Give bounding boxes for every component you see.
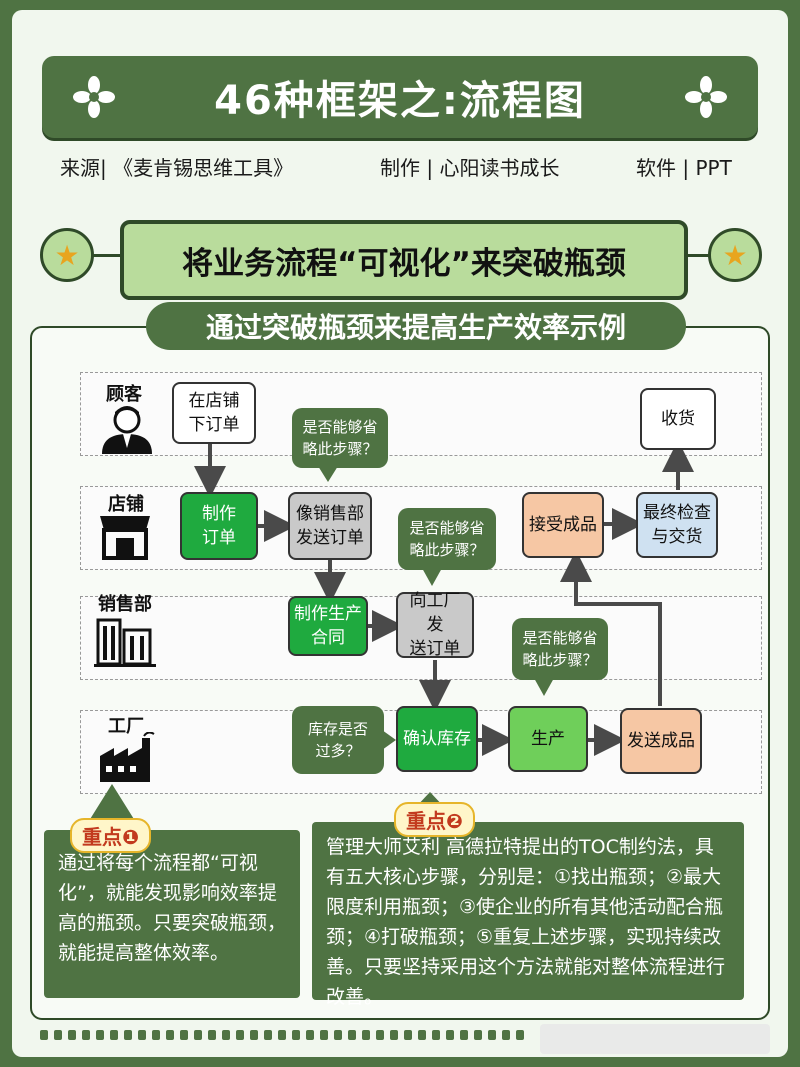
factory-icon (100, 732, 155, 782)
note-1: 通过将每个流程都“可视化”，就能发现影响效率提高的瓶颈。只要突破瓶颈，就能提高整… (44, 830, 300, 998)
star-icon: ★ (40, 228, 94, 282)
step-make-order: 制作 订单 (180, 492, 258, 560)
software-text: 软件 | PPT (636, 156, 732, 180)
section-title: 通过突破瓶颈来提高生产效率示例 (146, 302, 686, 350)
made-by-text: 制作 | 心阳读书成长 (380, 156, 560, 180)
step-produce: 生产 (508, 706, 588, 772)
flower-icon (685, 76, 727, 118)
star-icon: ★ (708, 228, 762, 282)
building-icon (94, 618, 156, 667)
step-accept-product: 接受成品 (522, 492, 604, 558)
note-2: 管理大师艾利 高德拉特提出的TOC制约法，具有五大核心步骤，分别是：①找出瓶颈；… (312, 822, 744, 1008)
note-2-tag: 重点❷ (394, 802, 475, 837)
store-icon (100, 516, 150, 560)
step-send-to-factory: 向工厂发 送订单 (396, 591, 474, 659)
lane-label-factory: 工厂 (108, 716, 144, 737)
question-bubble-1: 是否能够省 略此步骤？ (292, 408, 388, 468)
lane-label-customer: 顾客 (106, 384, 142, 405)
step-make-contract: 制作生产 合同 (288, 596, 368, 656)
page-title: 46种框架之:流程图 (214, 78, 586, 124)
step-send-to-sales: 像销售部 发送订单 (288, 492, 372, 560)
subtitle: 将业务流程“可视化”来突破瓶颈 (120, 220, 688, 300)
bubble-tail (534, 678, 554, 696)
watermark-overlay (540, 1024, 770, 1054)
lane-label-sales: 销售部 (98, 594, 152, 615)
divider (678, 254, 710, 257)
bubble-tail (382, 730, 396, 750)
question-bubble-3: 是否能够省 略此步骤？ (512, 618, 608, 680)
flower-icon (73, 76, 115, 118)
step-final-check: 最终检查 与交货 (636, 492, 718, 558)
step-order-in-store: 在店铺 下订单 (172, 382, 256, 444)
customer-icon (102, 406, 152, 454)
step-receive-goods: 收货 (640, 388, 716, 450)
divider (90, 254, 122, 257)
source-text: 来源| 《麦肯锡思维工具》 (60, 156, 294, 180)
bubble-tail (422, 568, 442, 586)
bubble-tail (318, 466, 338, 482)
lane-label-store: 店铺 (108, 494, 144, 515)
note-1-tag: 重点❶ (70, 818, 151, 853)
title-banner: 46种框架之:流程图 (42, 56, 758, 138)
step-confirm-stock: 确认库存 (396, 706, 478, 772)
question-bubble-stock: 库存是否 过多？ (292, 706, 384, 774)
bottom-dash-decoration (40, 1030, 524, 1040)
question-bubble-2: 是否能够省 略此步骤？ (398, 508, 496, 570)
step-ship-product: 发送成品 (620, 708, 702, 774)
